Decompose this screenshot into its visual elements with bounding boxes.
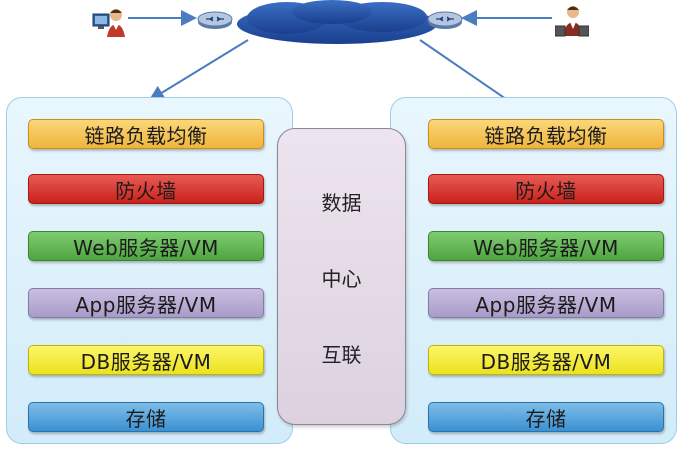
- right-app-server-layer: App服务器/VM: [428, 288, 664, 318]
- network-cloud-icon: [237, 0, 437, 44]
- left-db-server-layer: DB服务器/VM: [28, 345, 264, 375]
- layer-label: 链路负载均衡: [484, 123, 608, 148]
- interconnect-label-line2: 中心: [321, 267, 362, 291]
- left-web-server-layer: Web服务器/VM: [28, 231, 264, 261]
- left-load-balancer-layer: 链路负载均衡: [28, 119, 264, 149]
- layer-label: 存储: [525, 406, 567, 431]
- layer-label: App服务器/VM: [475, 292, 617, 317]
- layer-label: 防火墙: [515, 178, 577, 203]
- layer-label: 存储: [125, 406, 167, 431]
- datacenter-interconnect-box: 数据 中心 互联: [277, 128, 406, 425]
- layer-label: Web服务器/VM: [73, 235, 219, 260]
- layer-label: Web服务器/VM: [473, 235, 619, 260]
- left-app-server-layer: App服务器/VM: [28, 288, 264, 318]
- right-db-server-layer: DB服务器/VM: [428, 345, 664, 375]
- left-storage-layer: 存储: [28, 402, 264, 432]
- right-storage-layer: 存储: [428, 402, 664, 432]
- user-computer-icon: [555, 6, 589, 37]
- arrow-cloud-to-left-dc: [148, 39, 249, 102]
- interconnect-label-line3: 互联: [321, 343, 362, 367]
- interconnect-label-line1: 数据: [321, 191, 362, 215]
- router-icon: [427, 11, 463, 29]
- right-web-server-layer: Web服务器/VM: [428, 231, 664, 261]
- left-datacenter-panel: 链路负载均衡 防火墙 Web服务器/VM App服务器/VM DB服务器/VM …: [6, 97, 293, 444]
- left-firewall-layer: 防火墙: [28, 174, 264, 204]
- layer-label: DB服务器/VM: [80, 349, 212, 374]
- layer-label: App服务器/VM: [75, 292, 217, 317]
- right-load-balancer-layer: 链路负载均衡: [428, 119, 664, 149]
- router-icon: [197, 11, 233, 29]
- right-datacenter-panel: 链路负载均衡 防火墙 Web服务器/VM App服务器/VM DB服务器/VM …: [390, 97, 677, 444]
- layer-label: 防火墙: [115, 178, 177, 203]
- layer-label: 链路负载均衡: [84, 123, 208, 148]
- user-computer-icon: [92, 9, 125, 37]
- right-firewall-layer: 防火墙: [428, 174, 664, 204]
- layer-label: DB服务器/VM: [480, 349, 612, 374]
